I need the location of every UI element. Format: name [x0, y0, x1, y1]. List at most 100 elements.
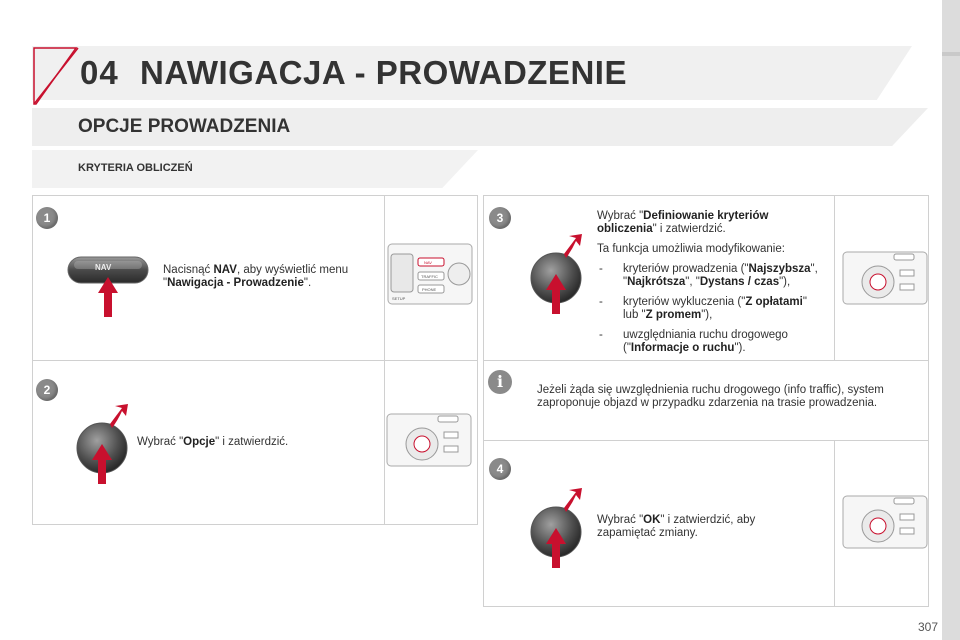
console-esc-key — [893, 497, 915, 505]
right-panel-divider-1 — [483, 360, 929, 361]
subsection-title: KRYTERIA OBLICZEŃ — [78, 162, 193, 174]
press-arrow-icon — [546, 528, 566, 568]
step-4-badge: 4 — [489, 458, 511, 480]
left-panel-divider — [32, 360, 478, 361]
console-dial-illustration — [386, 413, 472, 467]
step-1-bold-menu: Nawigacja - Prowadzenie — [167, 277, 304, 289]
step-3-intro: Wybrać "Definiowanie kryteriów obliczeni… — [597, 210, 822, 236]
page-edge-tab — [942, 0, 960, 640]
chapter-header-red-frame — [33, 47, 78, 105]
step-1-text: Nacisnąć NAV, aby wyświetlić menu "Nawig… — [163, 264, 378, 290]
console-esc-key — [893, 253, 915, 261]
console-side-key-1 — [443, 431, 459, 439]
step-2-text: Wybrać "Opcje" i zatwierdzić. — [137, 436, 367, 449]
step-2-badge: 2 — [36, 379, 58, 401]
criteria-end: "), — [701, 309, 713, 321]
console-side-key-1 — [899, 269, 915, 277]
step-3-bold-define: Definiowanie kryteriów obliczenia — [597, 210, 769, 235]
criteria-sep: " lub " — [623, 296, 807, 321]
left-panel-image-divider — [384, 195, 385, 525]
console-side-key-2 — [899, 527, 915, 535]
step-2-knob-illustration — [76, 404, 128, 484]
step-4-text: Wybrać "OK" i zatwierdzić, aby zapamięta… — [597, 514, 797, 540]
console-phone-key — [417, 284, 445, 294]
console-center-knob — [413, 435, 431, 453]
info-text: Jeżeli żąda się uwzględnienia ruchu drog… — [537, 384, 884, 409]
step-2-text-b: " i zatwierdzić. — [215, 436, 289, 448]
criteria-shortest: Najkrótsza — [627, 276, 686, 288]
chapter-header-band — [32, 46, 912, 100]
page-number: 307 — [917, 620, 938, 634]
right-panel-image-divider-2 — [834, 440, 835, 607]
section-title: OPCJE PROWADZENIA — [78, 116, 291, 137]
criteria-item-traffic: uwzględniania ruchu drogowego ("Informac… — [597, 329, 822, 355]
console-center-knob — [869, 273, 887, 291]
console-nav-key — [417, 257, 445, 267]
console-phone-label: PHONE — [422, 287, 437, 292]
step-1-text-c: ". — [303, 277, 312, 289]
console-dial-illustration — [842, 251, 928, 305]
press-arrow-icon — [92, 444, 112, 484]
step-1-badge: 1 — [36, 207, 58, 229]
nav-button-highlight — [74, 261, 142, 269]
step-3-intro-b: " i zatwierdzić. — [652, 223, 726, 235]
step-4-text-a: Wybrać " — [597, 514, 644, 526]
section-title-band — [32, 108, 928, 146]
step-4-text-b: " i zatwierdzić, aby zapamiętać zmiany. — [597, 514, 756, 539]
criteria-item-text: kryteriów prowadzenia (" — [623, 263, 749, 275]
criteria-ferry: Z promem — [645, 309, 702, 321]
rotate-arrow-icon — [110, 404, 128, 428]
criteria-sep: ", " — [623, 263, 818, 288]
subsection-band — [32, 150, 478, 188]
step-2-text-a: Wybrać " — [137, 436, 184, 448]
chapter-number: 04 — [80, 54, 119, 91]
edge-tab-marker — [942, 52, 960, 56]
console-esc-key — [437, 415, 459, 423]
step-3-intro-a: Wybrać " — [597, 210, 644, 222]
criteria-list: kryteriów prowadzenia ("Najszybsza", "Na… — [597, 263, 822, 355]
criteria-tolls: Z opłatami — [745, 296, 803, 308]
right-panel-image-divider-1 — [834, 195, 835, 360]
chapter-header-red-diagonal — [33, 47, 79, 105]
step-3-text: Wybrać "Definiowanie kryteriów obliczeni… — [597, 210, 822, 355]
criteria-item-text: kryteriów wykluczenia (" — [623, 296, 746, 308]
right-panel-divider-2 — [483, 440, 929, 441]
criteria-item-routing: kryteriów prowadzenia ("Najszybsza", "Na… — [597, 263, 822, 289]
console-traffic-label: TRAFFIC — [421, 274, 438, 279]
console-buttons-illustration — [387, 243, 473, 305]
console-right-knob — [447, 262, 471, 286]
rotate-arrow-icon — [564, 234, 582, 258]
console-center-knob — [869, 517, 887, 535]
step-4-bold-ok: OK — [643, 514, 661, 526]
console-traffic-key — [417, 271, 445, 281]
nav-button-illustration — [67, 256, 149, 317]
rotate-arrow-icon — [564, 488, 582, 512]
console-side-key-2 — [443, 445, 459, 453]
criteria-end: "). — [734, 342, 746, 354]
criteria-fastest: Najszybsza — [748, 263, 811, 275]
press-arrow-icon — [98, 277, 118, 317]
step-1-bold-nav: NAV — [213, 264, 237, 276]
nav-button-label: NAV — [95, 263, 112, 272]
step-3-badge: 3 — [489, 207, 511, 229]
console-left-knob — [390, 253, 414, 293]
console-nav-label: NAV — [424, 260, 432, 265]
criteria-item-exclusion: kryteriów wykluczenia ("Z opłatami" lub … — [597, 296, 822, 322]
step-1-text-b: , aby wyświetlić menu " — [163, 264, 349, 289]
criteria-distance-time: Dystans / czas — [699, 276, 780, 288]
criteria-traffic-info: Informacje o ruchu — [630, 342, 735, 354]
console-dial-illustration — [842, 495, 928, 549]
step-3-line2: Ta funkcja umożliwia modyfikowanie: — [597, 243, 785, 255]
console-side-key-2 — [899, 283, 915, 291]
criteria-item-text: uwzględniania ruchu drogowego (" — [623, 329, 788, 354]
step-2-bold-options: Opcje — [183, 436, 216, 448]
info-icon: i — [488, 370, 512, 394]
press-arrow-icon — [546, 274, 566, 314]
console-setup-label: SETUP — [392, 296, 406, 301]
criteria-end: "), — [779, 276, 791, 288]
console-side-key-1 — [899, 513, 915, 521]
step-4-knob-illustration — [530, 488, 582, 568]
chapter-title: NAWIGACJA - PROWADZENIE — [140, 54, 627, 91]
step-1-text-a: Nacisnąć — [163, 264, 214, 276]
chapter-header-frame — [33, 47, 79, 105]
